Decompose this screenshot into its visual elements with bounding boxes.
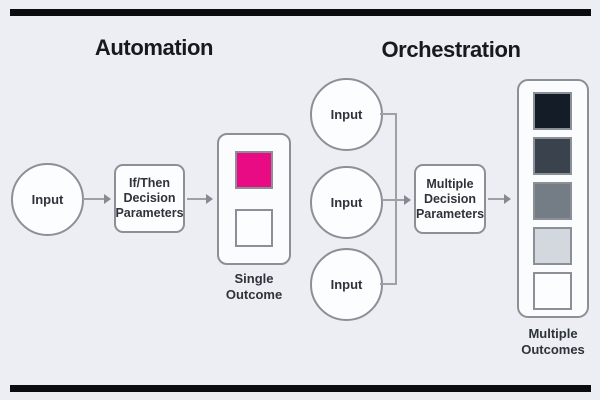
arrow-head-icon xyxy=(104,194,111,204)
orchestration-input-label: Input xyxy=(330,277,363,292)
orchestration-input-label: Input xyxy=(330,107,363,122)
multiple-outcome-square-white xyxy=(533,272,572,310)
orchestration-input-node-2: Input xyxy=(310,166,383,239)
decision-line: Multiple xyxy=(426,176,474,191)
orchestration-input-label: Input xyxy=(330,195,363,210)
single-outcome-label: Single Outcome xyxy=(225,271,283,302)
decision-line: Decision xyxy=(423,191,477,206)
arrow-head-icon xyxy=(206,194,213,204)
decision-line: Parameters xyxy=(115,206,184,220)
arrow-line xyxy=(187,198,207,200)
decision-line: If/Then xyxy=(129,176,170,190)
automation-title: Automation xyxy=(94,35,214,60)
automation-input-label: Input xyxy=(31,192,64,207)
decision-line: Parameters xyxy=(415,206,485,221)
orchestration-title: Orchestration xyxy=(381,37,521,62)
automation-input-node: Input xyxy=(11,163,84,236)
arrow-line xyxy=(488,198,505,200)
multiple-outcome-square-mid-gray xyxy=(533,182,572,220)
single-outcome-square-magenta xyxy=(235,151,273,189)
multiple-outcome-square-light-gray xyxy=(533,227,572,265)
multiple-outcome-square-dark-gray xyxy=(533,137,572,175)
top-black-bar xyxy=(10,9,591,16)
multiple-outcome-square-black xyxy=(533,92,572,130)
orchestration-input-node-1: Input xyxy=(310,78,383,151)
ifthen-decision-node: If/Then Decision Parameters xyxy=(114,164,185,233)
arrow-line xyxy=(382,199,405,201)
orchestration-input-node-3: Input xyxy=(310,248,383,321)
arrow-line xyxy=(83,198,105,200)
multiple-outcomes-label: Multiple Outcomes xyxy=(521,326,585,357)
bottom-black-bar xyxy=(10,385,591,392)
decision-line: Decision xyxy=(123,191,176,205)
connector-line xyxy=(380,283,397,285)
arrow-head-icon xyxy=(404,195,411,205)
single-outcome-square-white xyxy=(235,209,273,247)
multiple-decision-node: Multiple Decision Parameters xyxy=(414,164,486,234)
arrow-head-icon xyxy=(504,194,511,204)
connector-line xyxy=(380,113,397,115)
